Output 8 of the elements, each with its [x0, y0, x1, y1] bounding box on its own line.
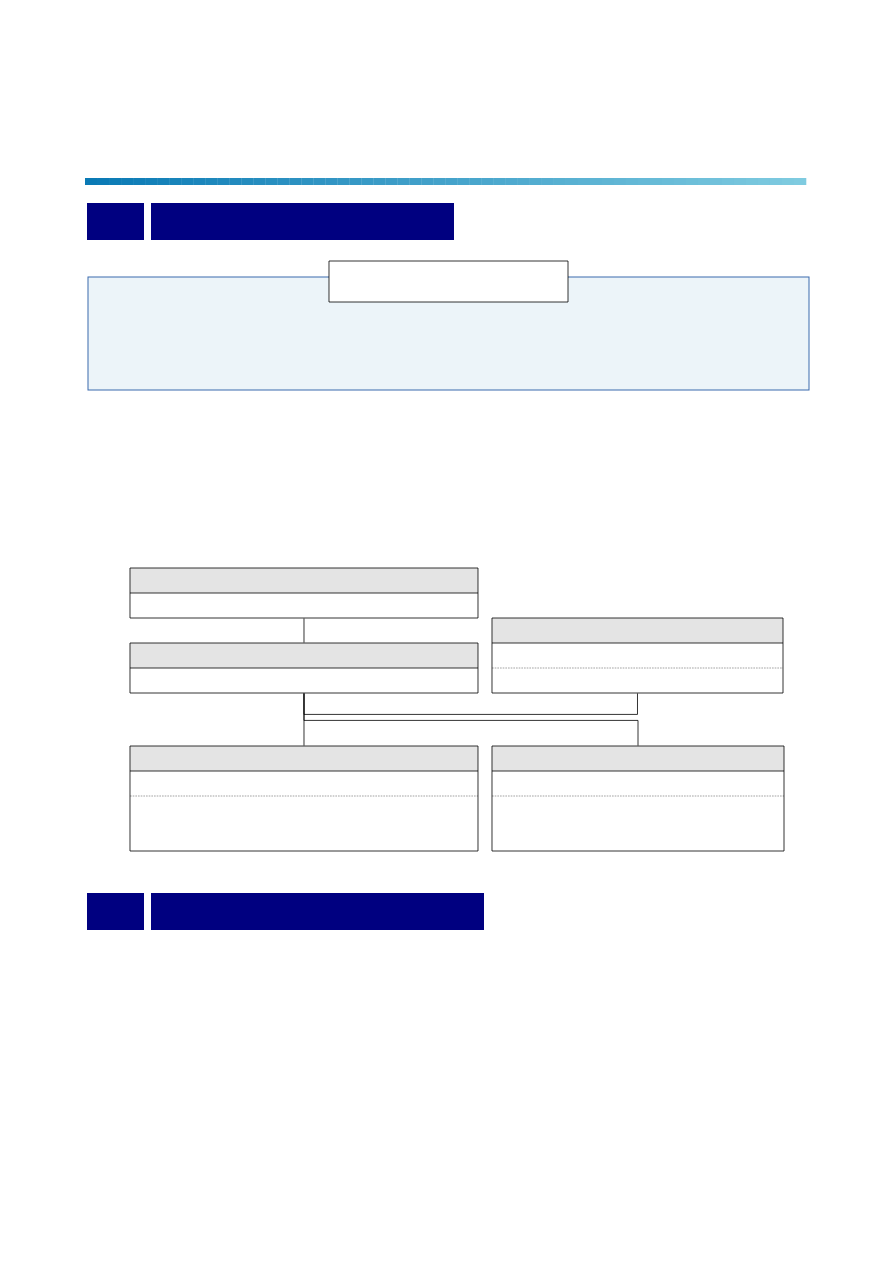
org-box	[129, 642, 479, 694]
org-box	[129, 745, 479, 852]
org-box	[491, 617, 784, 694]
connector-line	[303, 693, 639, 746]
connector-line	[303, 618, 305, 643]
org-box	[129, 567, 479, 619]
connector-line	[303, 693, 638, 715]
org-box	[491, 745, 785, 852]
